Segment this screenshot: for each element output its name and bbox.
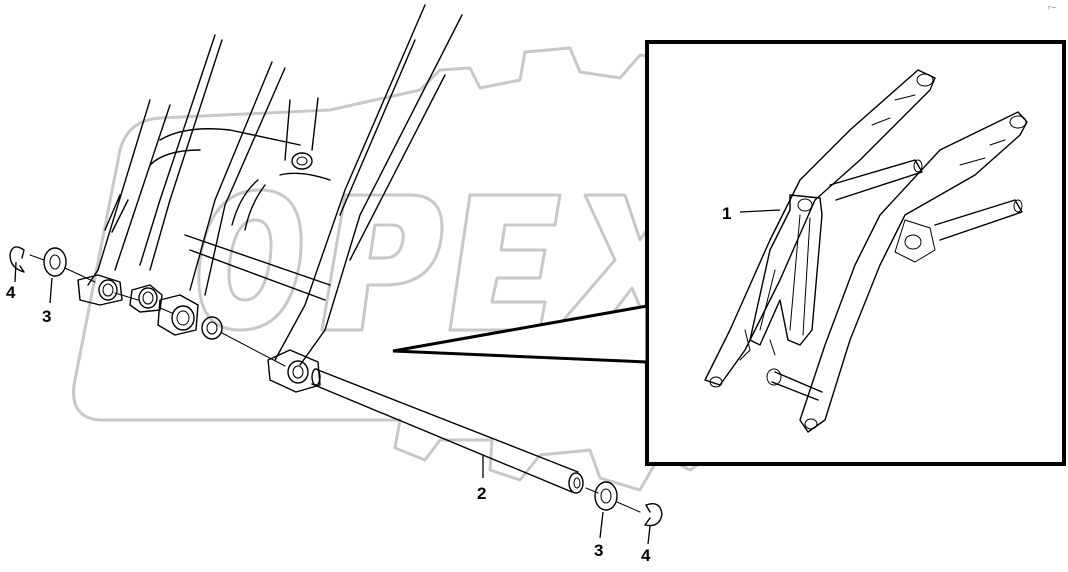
clip-right <box>644 502 663 527</box>
eye-5 <box>287 360 309 384</box>
callout-3-left: 3 <box>42 307 51 326</box>
detail-inset <box>392 40 1066 466</box>
eye-3 <box>171 305 195 331</box>
callout-3-right: 3 <box>594 541 603 560</box>
inset-pointer <box>392 304 649 364</box>
inset-link-pin <box>797 198 813 212</box>
arm-b <box>139 34 223 271</box>
callout-1: 1 <box>722 204 731 223</box>
inset-arm-right <box>799 111 1028 433</box>
pin-axis-line <box>29 254 286 367</box>
arm-eyes <box>77 274 321 393</box>
inset-cylinder-left <box>829 159 923 201</box>
rear-bracket-pin <box>291 152 313 170</box>
arm-d <box>274 4 463 366</box>
eye-1 <box>98 279 118 301</box>
inset-arm-left <box>704 69 936 386</box>
callout-labels: 1 2 3 4 3 4 <box>6 204 731 565</box>
eye-4 <box>201 316 223 340</box>
pivot-pin <box>311 368 584 494</box>
washer-right <box>594 481 618 511</box>
callout-leaders <box>14 209 781 545</box>
left-hardware <box>9 246 67 277</box>
arm-c <box>189 61 286 296</box>
callout-4-right: 4 <box>641 546 651 565</box>
callout-2: 2 <box>477 484 486 503</box>
inset-link-plates <box>749 194 823 346</box>
rear-bracket <box>284 97 319 161</box>
leader-4-left <box>14 261 17 283</box>
inset-frame <box>645 40 1066 466</box>
clip-left <box>9 246 25 273</box>
lift-arm-assembly <box>29 4 463 393</box>
leader-4-right <box>647 525 651 545</box>
washer-left <box>43 247 67 277</box>
leader-3-left <box>49 277 53 304</box>
inset-cylinder-right <box>934 199 1023 241</box>
pivot-pin-end <box>568 472 584 494</box>
leader-1 <box>739 209 781 213</box>
callout-4-left: 4 <box>6 283 16 302</box>
right-hardware <box>585 481 663 527</box>
eye-2 <box>138 287 158 309</box>
cross-tube <box>184 234 331 301</box>
inset-cross-pin <box>771 371 823 401</box>
leader-3-right <box>599 511 604 539</box>
corner-mark: r~ <box>1048 4 1057 12</box>
